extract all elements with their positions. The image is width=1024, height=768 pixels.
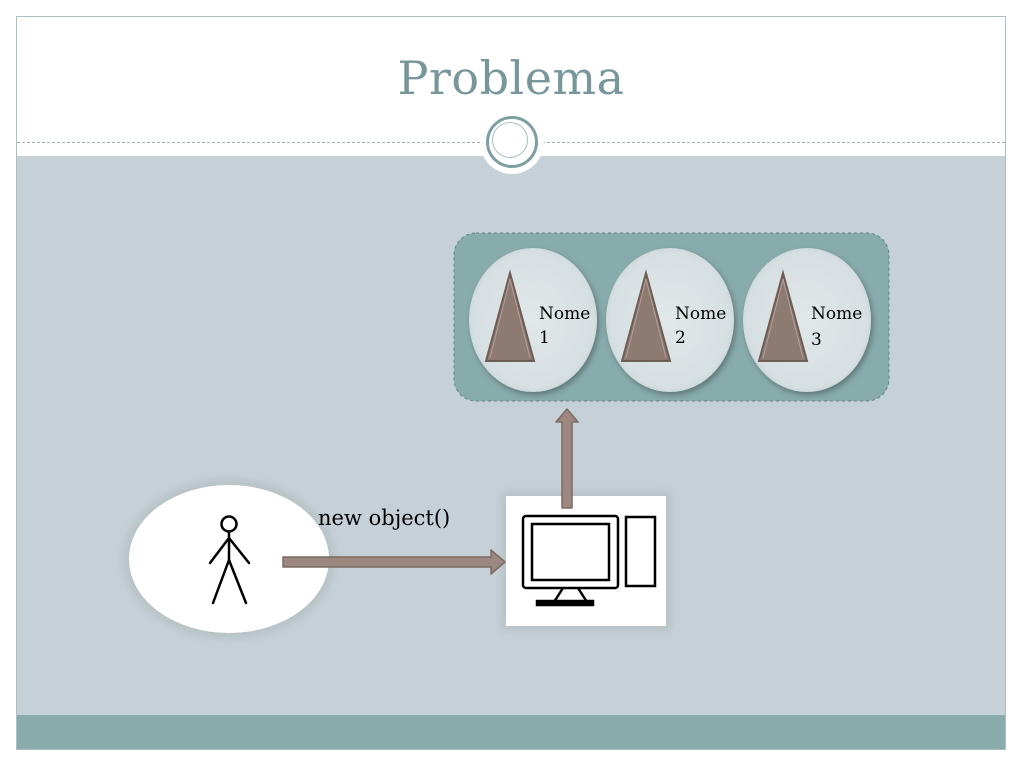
create-arrow — [555, 408, 579, 509]
desktop-computer-icon — [521, 514, 657, 607]
triangle-icon — [757, 269, 809, 362]
object-2-label-line1: Nome — [675, 304, 727, 324]
triangle-highlight — [625, 278, 667, 359]
triangle-icon — [484, 269, 536, 362]
object-3-label-line2: 3 — [811, 330, 822, 350]
triangle-icon — [620, 269, 672, 362]
stick-figure-icon — [208, 515, 251, 605]
slide: Problema — [16, 16, 1006, 750]
circle-ornament-icon — [486, 116, 538, 168]
footer-band — [17, 715, 1005, 749]
diagram — [123, 232, 890, 639]
object-1-label-line2: 1 — [539, 328, 550, 348]
triangle-highlight — [489, 278, 531, 359]
call-label: new object() — [318, 506, 451, 530]
object-2-label-line2: 2 — [675, 328, 686, 348]
slide-title: Problema — [397, 51, 625, 105]
object-1-label-line1: Nome — [539, 304, 591, 324]
object-3-label-line1: Nome — [811, 304, 863, 324]
triangle-highlight — [762, 278, 804, 359]
call-arrow — [282, 549, 506, 575]
